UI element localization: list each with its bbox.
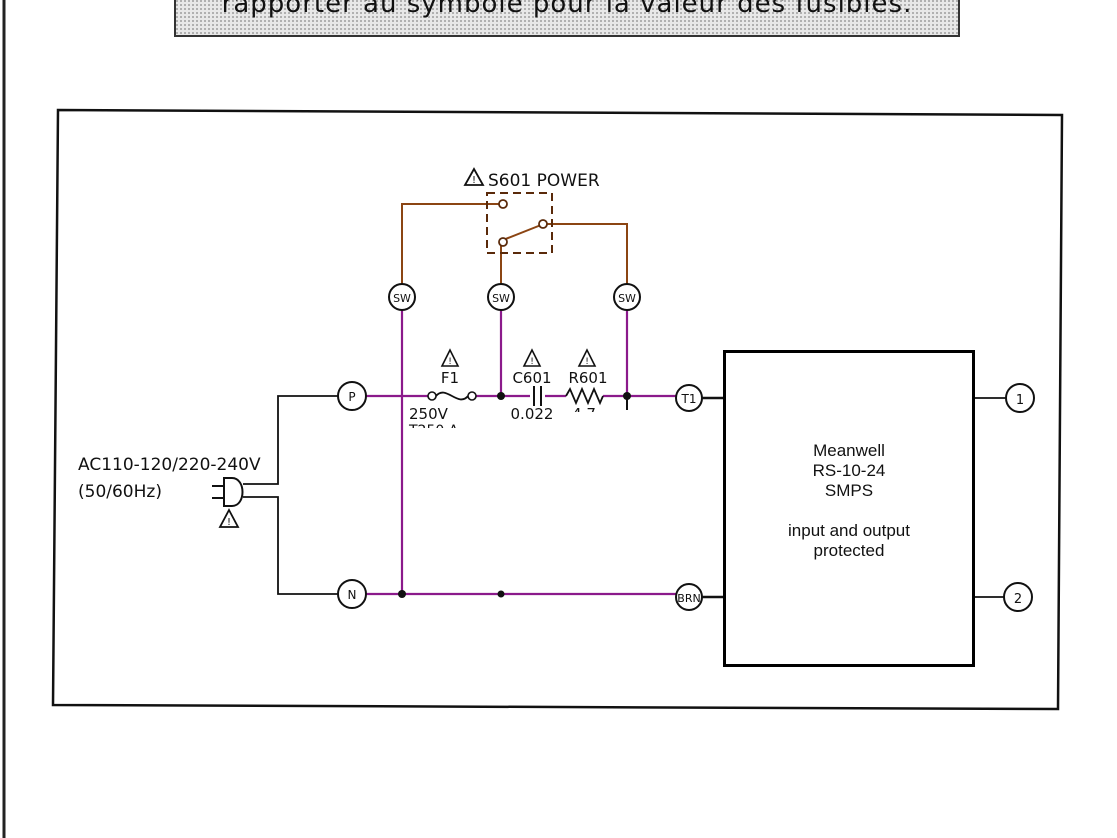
connector-output-1: 1 <box>1005 383 1035 413</box>
svg-text:!: ! <box>530 357 534 367</box>
connector-output-1-label: 1 <box>1016 393 1024 408</box>
smps-protection-line1: input and output <box>788 521 910 540</box>
ac-plug <box>212 477 244 507</box>
svg-text:!: ! <box>448 357 452 367</box>
connector-sw-right-label: SW <box>618 292 636 305</box>
connector-n-label: N <box>348 588 357 602</box>
connector-sw-middle: SW <box>487 283 515 311</box>
plug-wiring <box>243 395 338 595</box>
capacitor-value: 0.022 <box>511 405 554 423</box>
switch-label: ! S601 POWER <box>463 167 600 191</box>
connector-p: P <box>337 381 367 411</box>
connector-output-2: 2 <box>1003 582 1033 612</box>
connector-p-label: P <box>348 390 355 404</box>
smps-module: Meanwell RS-10-24 SMPS input and output … <box>723 350 975 667</box>
fuse-rating: 250V <box>409 405 449 423</box>
power-switch <box>486 192 553 254</box>
warning-icon: ! <box>577 348 597 367</box>
resistor-r601: ! R601 4.7 <box>565 348 608 423</box>
connector-sw-left: SW <box>388 283 416 311</box>
diagram-frame <box>51 108 1064 711</box>
connector-sw-left-label: SW <box>393 292 411 305</box>
connector-n: N <box>337 579 367 609</box>
fuse-name: F1 <box>441 369 459 387</box>
smps-spacer <box>726 501 972 521</box>
resistor-name: R601 <box>568 369 607 387</box>
switch-wiring <box>401 203 628 285</box>
connector-t1-label: T1 <box>681 392 697 406</box>
connector-brn: BRN <box>675 583 703 611</box>
svg-text:!: ! <box>472 175 476 186</box>
banner: rapporter au symbole pour la valeur des … <box>174 0 960 37</box>
switch-label-text: S601 POWER <box>488 171 600 191</box>
connector-brn-label: BRN <box>677 592 700 605</box>
mains-wiring <box>366 310 758 602</box>
connector-sw-right: SW <box>613 283 641 311</box>
smps-type: SMPS <box>824 481 874 500</box>
connector-t1: T1 <box>675 384 703 412</box>
connector-output-2-label: 2 <box>1014 592 1022 607</box>
banner-text: rapporter au symbole pour la valeur des … <box>222 0 913 19</box>
svg-text:!: ! <box>585 357 589 367</box>
warning-icon: ! <box>522 348 542 367</box>
connector-sw-middle-label: SW <box>492 292 510 305</box>
warning-icon: ! <box>463 167 485 186</box>
junction-dots <box>398 392 631 598</box>
fuse-f1: ! F1 250V T250 A <box>406 348 486 442</box>
smps-protection-line2: protected <box>813 541 885 560</box>
input-frequency: (50/60Hz) <box>78 482 162 502</box>
input-voltage: AC110-120/220-240V <box>78 455 261 475</box>
smps-model: RS-10-24 <box>812 461 886 480</box>
capacitor-c601: ! C601 0.022 <box>511 348 554 423</box>
capacitor-name: C601 <box>512 369 551 387</box>
svg-text:!: ! <box>227 517 231 528</box>
warning-icon: ! <box>440 348 460 367</box>
warning-icon: ! <box>218 508 240 528</box>
smps-brand: Meanwell <box>813 441 885 460</box>
